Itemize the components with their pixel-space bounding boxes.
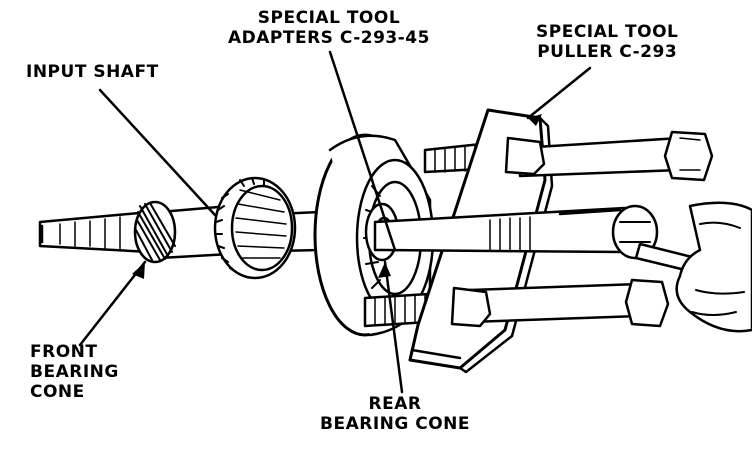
leader-lines bbox=[78, 50, 592, 394]
arrowhead-puller bbox=[528, 114, 542, 126]
label-input-shaft-text: INPUT SHAFT bbox=[26, 62, 159, 82]
main-drive-gear bbox=[213, 176, 297, 280]
label-puller-line1: SPECIAL TOOL bbox=[536, 22, 679, 42]
leader-adapters bbox=[328, 50, 397, 252]
leader-puller bbox=[526, 66, 592, 120]
label-puller-line2: PULLER C-293 bbox=[537, 42, 678, 62]
leader-rear-bearing bbox=[383, 260, 404, 394]
label-front-bearing-line3: CONE bbox=[30, 382, 85, 402]
leader-input-shaft bbox=[98, 88, 217, 217]
label-front-bearing-cone: FRONT BEARING CONE bbox=[30, 342, 119, 402]
arrowhead-rear-bearing bbox=[378, 262, 391, 278]
label-rear-bearing-cone: REAR BEARING CONE bbox=[320, 394, 470, 434]
label-special-tool-adapters: SPECIAL TOOL ADAPTERS C-293-45 bbox=[228, 8, 430, 48]
lower-long-bolt bbox=[450, 278, 670, 328]
upper-long-bolt bbox=[504, 130, 714, 182]
label-front-bearing-line2: BEARING bbox=[30, 362, 119, 382]
front-bearing-cone bbox=[133, 200, 177, 264]
label-special-tool-puller: SPECIAL TOOL PULLER C-293 bbox=[536, 22, 678, 62]
leader-front-bearing bbox=[78, 260, 147, 347]
label-rear-bearing-line2: BEARING CONE bbox=[320, 414, 471, 434]
wrench-and-hand bbox=[634, 201, 752, 333]
label-input-shaft: INPUT SHAFT bbox=[26, 62, 159, 82]
forcing-screw bbox=[373, 204, 659, 260]
arrowhead-front-bearing bbox=[132, 262, 145, 279]
label-adapters-line1: SPECIAL TOOL bbox=[257, 8, 401, 28]
label-rear-bearing-line1: REAR bbox=[368, 394, 422, 414]
label-front-bearing-line1: FRONT bbox=[30, 342, 98, 362]
label-adapters-line2: ADAPTERS C-293-45 bbox=[228, 28, 430, 48]
